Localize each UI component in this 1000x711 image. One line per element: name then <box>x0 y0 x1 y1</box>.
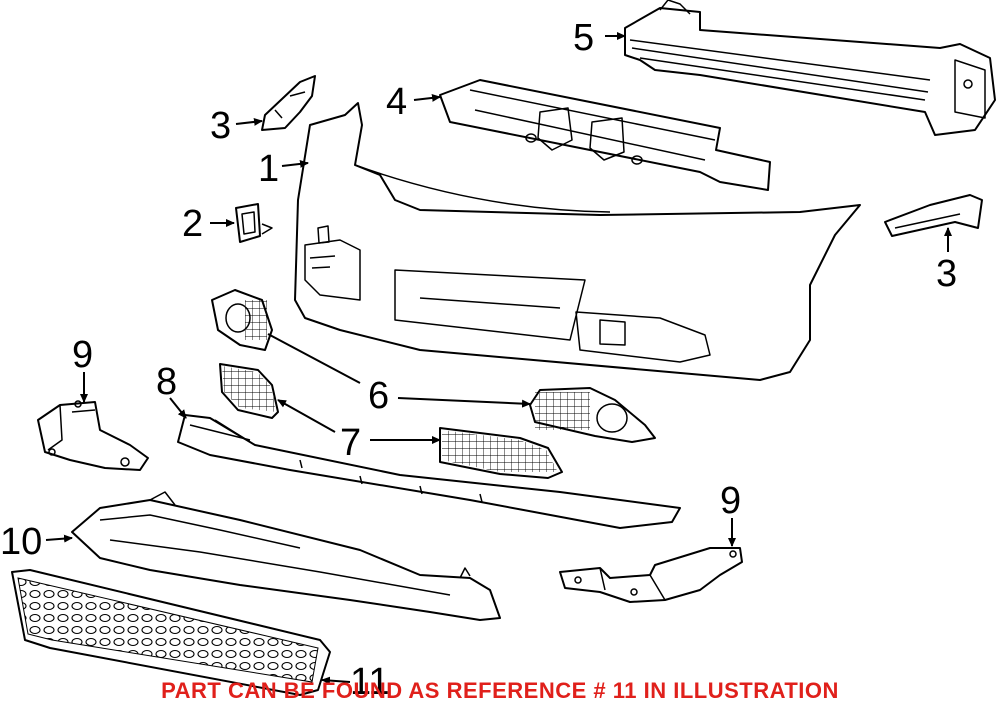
honeycomb-grille <box>11 569 331 696</box>
bumper-cover <box>294 102 861 381</box>
callout-1: 1 <box>258 148 279 190</box>
fog-bezel-right <box>529 387 656 443</box>
bracket-right <box>884 194 983 237</box>
callout-4: 4 <box>386 81 407 123</box>
callout-9-right: 9 <box>720 480 741 522</box>
callout-3-left: 3 <box>210 105 231 147</box>
bracket-left <box>261 75 316 131</box>
clip <box>235 203 273 243</box>
lower-trim-strip <box>177 414 681 529</box>
grille-left <box>219 363 279 419</box>
callout-5: 5 <box>573 17 594 59</box>
callout-10: 10 <box>0 521 42 563</box>
lower-bracket-right <box>559 547 743 603</box>
leader-lines <box>45 32 952 685</box>
callout-6: 6 <box>368 375 389 417</box>
callout-8: 8 <box>156 361 177 403</box>
energy-absorber <box>439 79 771 191</box>
callout-9-left: 9 <box>72 334 93 376</box>
reference-note: PART CAN BE FOUND AS REFERENCE # 11 IN I… <box>161 678 839 703</box>
callout-11: 11 <box>350 661 389 703</box>
reinforcement-bar <box>624 0 996 136</box>
grille-right <box>439 427 563 479</box>
callout-3-right: 3 <box>936 253 957 295</box>
lower-valance <box>71 491 501 621</box>
callout-7: 7 <box>340 422 361 464</box>
fog-bezel-left <box>211 289 273 351</box>
callout-2: 2 <box>182 203 203 245</box>
lower-bracket-left <box>37 400 149 471</box>
